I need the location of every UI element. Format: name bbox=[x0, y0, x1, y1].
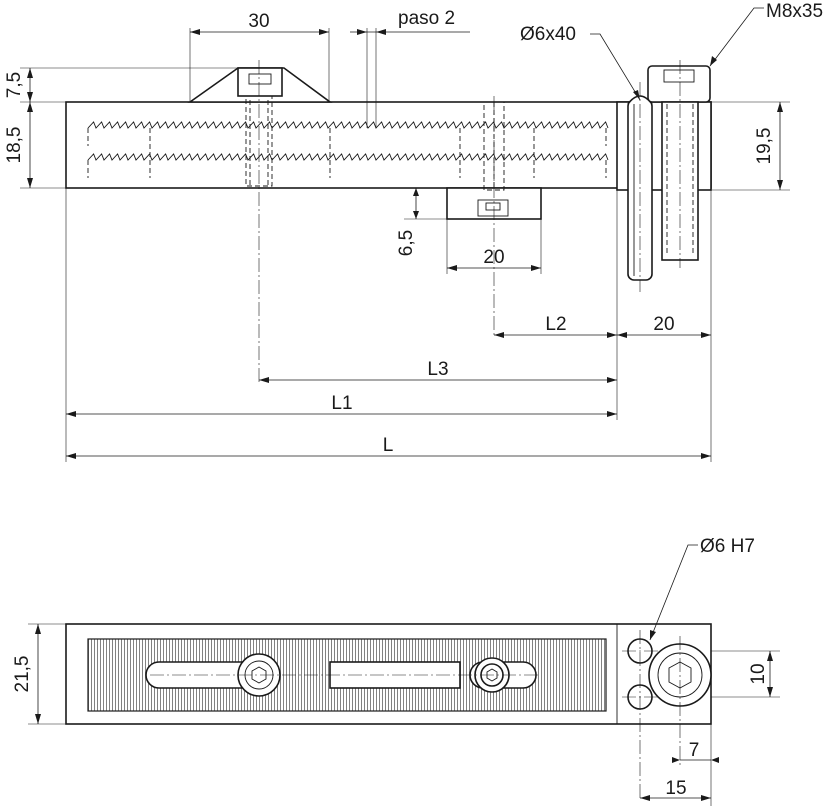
main-bar bbox=[65, 101, 712, 189]
top-screw-socket bbox=[248, 73, 272, 85]
dim-l2-arrow-right bbox=[607, 332, 617, 338]
lower-clamp-screw-head bbox=[477, 199, 509, 217]
dim-6-5-arrow-bottom bbox=[413, 211, 419, 219]
top-screw-head bbox=[237, 67, 283, 97]
pin-leader bbox=[590, 33, 641, 101]
dim-pitch-arrow-b bbox=[376, 29, 386, 35]
dim-end-20-label: 20 bbox=[653, 314, 674, 335]
dim-19-5-label: 19,5 bbox=[754, 128, 775, 165]
dim-7-arrow-left bbox=[672, 757, 680, 763]
dim-21-5-arrow-top bbox=[35, 624, 41, 634]
dim-6-5-label: 6,5 bbox=[396, 230, 417, 256]
hole-leader bbox=[649, 544, 698, 641]
plan-view: Ø6 H7 21,5 10 7 15 bbox=[12, 536, 780, 806]
dim-l-arrow-left bbox=[66, 453, 76, 459]
hidden-slot-upper bbox=[87, 128, 607, 146]
dim-clamp-20-label: 20 bbox=[483, 247, 504, 268]
lower-serration bbox=[87, 153, 609, 161]
dim-l1-arrow-right bbox=[607, 411, 617, 417]
dim-19-5-arrow-top bbox=[777, 102, 783, 112]
dim-30-arrow-left bbox=[190, 29, 200, 35]
screw-label: M8x35 bbox=[766, 1, 823, 22]
screw-leader-arrow bbox=[710, 56, 717, 66]
dim-l3-arrow-right bbox=[607, 377, 617, 383]
front-view: 30 paso 2 Ø6x40 M8x35 7,5 18,5 19,5 bbox=[4, 1, 823, 462]
dim-21-5-label: 21,5 bbox=[12, 656, 33, 693]
dim-7-5-arrow-top bbox=[27, 68, 33, 78]
dim-pitch-arrow-a bbox=[357, 29, 367, 35]
dim-7-arrow-right bbox=[711, 757, 719, 763]
lower-clamp-screw-socket bbox=[485, 202, 501, 211]
dim-l2-label: L2 bbox=[545, 314, 566, 335]
dim-l2-arrow-left bbox=[494, 332, 504, 338]
dim-30-label: 30 bbox=[248, 11, 269, 32]
dim-30-arrow-right bbox=[319, 29, 329, 35]
dim-21-5-arrow-bottom bbox=[35, 714, 41, 724]
dim-18-5-arrow-bottom bbox=[27, 178, 33, 188]
dim-15-arrow-left bbox=[640, 795, 650, 801]
upper-serration bbox=[87, 121, 609, 129]
dim-10-arrow-bottom bbox=[767, 687, 773, 697]
dim-end-20-arrow-left bbox=[617, 332, 627, 338]
dim-l1-arrow-left bbox=[66, 411, 76, 417]
dim-clamp-20-arrow-left bbox=[447, 265, 457, 271]
dim-15-arrow-right bbox=[701, 795, 711, 801]
dim-7-5-arrow-bottom bbox=[27, 92, 33, 102]
dim-l-arrow-right bbox=[701, 453, 711, 459]
dim-15-label: 15 bbox=[665, 778, 686, 799]
dim-6-5-arrow-top bbox=[413, 188, 419, 196]
dim-7-5-label: 7,5 bbox=[4, 72, 25, 98]
dim-clamp-20-arrow-right bbox=[531, 265, 541, 271]
dim-pitch-label: paso 2 bbox=[398, 8, 455, 29]
dim-10-label: 10 bbox=[748, 663, 769, 684]
hole-label: Ø6 H7 bbox=[700, 536, 755, 557]
dim-l3-label: L3 bbox=[427, 359, 448, 380]
dim-end-20-arrow-right bbox=[701, 332, 711, 338]
dim-l-label: L bbox=[383, 435, 394, 456]
screw-leader bbox=[709, 7, 764, 67]
dim-18-5-arrow-top bbox=[27, 102, 33, 112]
dim-19-5-arrow-bottom bbox=[777, 180, 783, 190]
hidden-slot-lower bbox=[87, 160, 607, 178]
hole-leader-arrow bbox=[650, 630, 656, 640]
dim-l1-label: L1 bbox=[331, 393, 352, 414]
dim-l3-arrow-left bbox=[259, 377, 269, 383]
dim-18-5-label: 18,5 bbox=[4, 127, 25, 164]
plan-screw-left-hex bbox=[251, 666, 267, 684]
m8-screw-socket bbox=[663, 69, 695, 83]
m8-screw-head bbox=[647, 65, 711, 103]
dim-10-arrow-top bbox=[767, 651, 773, 661]
plan-screw-right-hex bbox=[486, 668, 498, 682]
pin-label: Ø6x40 bbox=[520, 24, 576, 45]
dim-7-label: 7 bbox=[689, 740, 700, 761]
pin-leader-arrow bbox=[633, 90, 640, 100]
